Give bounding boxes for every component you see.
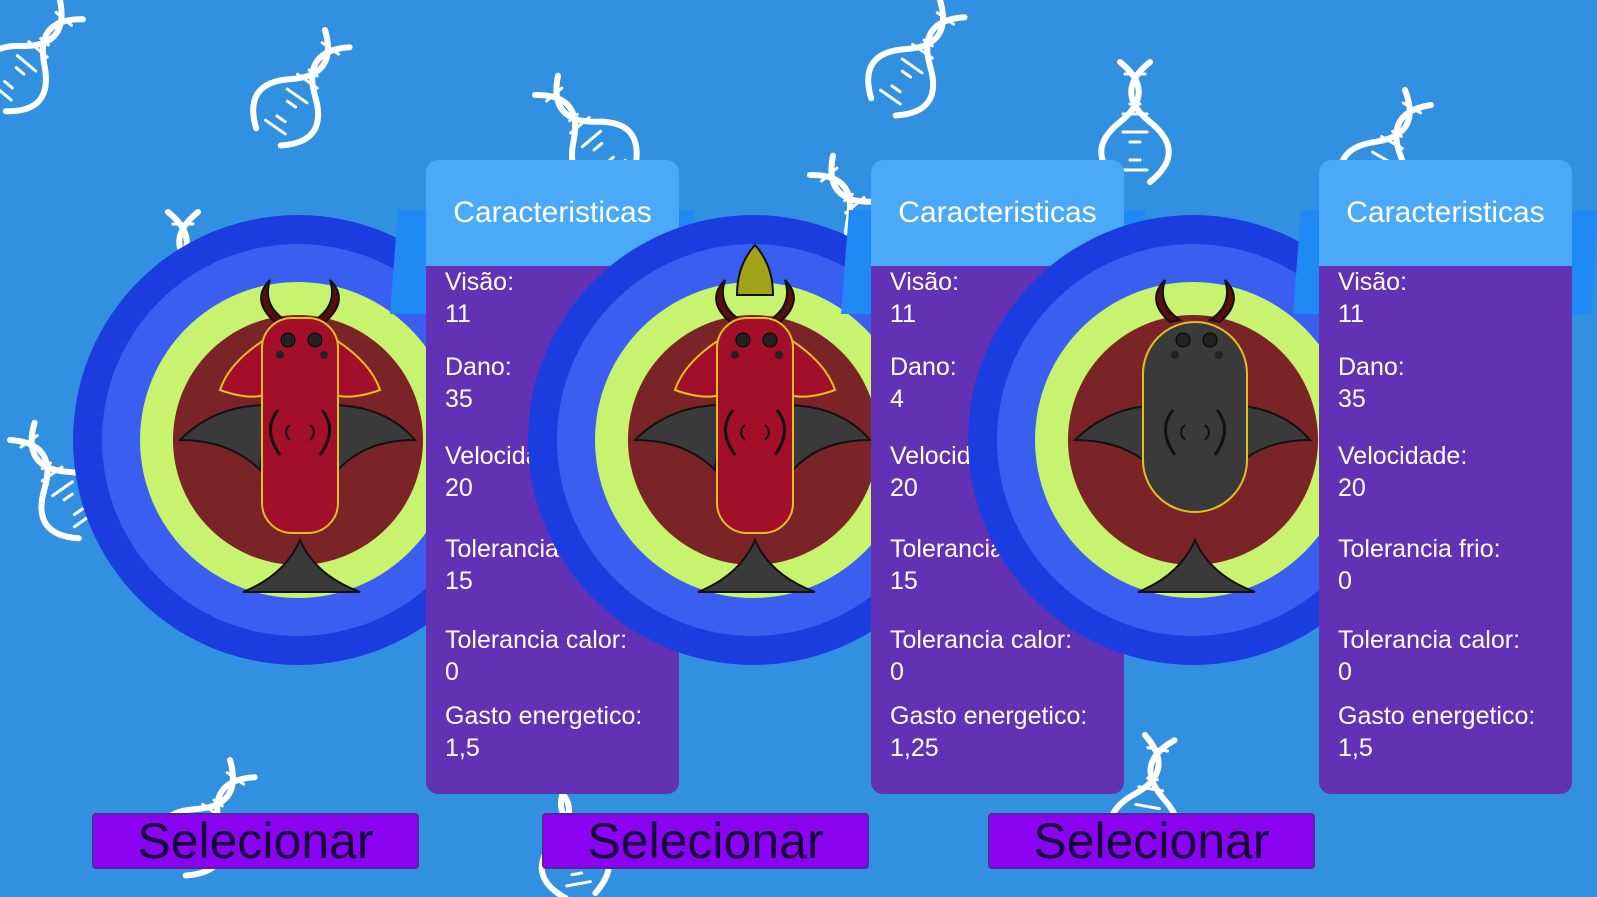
- stat-value: 1,5: [445, 734, 480, 762]
- stat-value: 35: [445, 385, 473, 413]
- creature-portrait: [528, 215, 978, 665]
- stat-value: 15: [890, 567, 918, 595]
- stat-speed: Velocidade: 20: [1338, 440, 1467, 504]
- stat-value: 20: [445, 474, 473, 502]
- stat-value: 35: [1338, 385, 1366, 413]
- stat-value: 15: [445, 567, 473, 595]
- stat-energy-cost: Gasto energetico: 1,25: [890, 700, 1087, 764]
- stat-vision: Visão: 11: [890, 266, 959, 330]
- stat-value: 1,5: [1338, 734, 1373, 762]
- stat-vision: Visão: 11: [445, 266, 514, 330]
- stat-value: 0: [1338, 567, 1352, 595]
- stat-label: Dano:: [1338, 353, 1405, 381]
- stat-value: 0: [445, 658, 459, 686]
- stat-label: Dano:: [890, 353, 957, 381]
- creature-portrait: [73, 215, 523, 665]
- stat-value: 11: [890, 300, 916, 328]
- stat-value: 20: [890, 474, 918, 502]
- creature-portrait: [968, 215, 1418, 665]
- stat-label: Tolerancia frio:: [1338, 535, 1501, 563]
- stat-label: Tolerancia calor:: [890, 626, 1073, 654]
- stat-label: Dano:: [445, 353, 512, 381]
- stat-label: Tolerancia calor:: [1338, 626, 1521, 654]
- stat-value: 0: [1338, 658, 1352, 686]
- stat-damage: Dano: 35: [445, 351, 512, 415]
- creature-card: Caracteristicas Visão: 11 Dano: 35 Veloc…: [915, 0, 1597, 897]
- stat-label: Visão:: [1338, 268, 1408, 296]
- creature-card: Caracteristicas Visão: 11 Dano: 35 Veloc…: [0, 0, 695, 897]
- stat-label: Tolerancia calor:: [445, 626, 628, 654]
- stat-heat-tolerance: Tolerancia calor: 0: [890, 624, 1072, 688]
- stat-label: Velocidade:: [1338, 442, 1468, 470]
- stat-damage: Dano: 35: [1338, 351, 1405, 415]
- stat-label: Gasto energetico:: [445, 702, 643, 730]
- stat-energy-cost: Gasto energetico: 1,5: [1338, 700, 1535, 764]
- stat-damage: Dano: 4: [890, 351, 957, 415]
- stat-heat-tolerance: Tolerancia calor: 0: [1338, 624, 1520, 688]
- stats-panel: Caracteristicas Visão: 11 Dano: 35 Veloc…: [1319, 160, 1572, 794]
- select-button[interactable]: Selecionar: [92, 813, 419, 869]
- stat-value: 1,25: [890, 734, 939, 762]
- stat-cold-tolerance: Tolerancia frio: 0: [1338, 533, 1501, 597]
- stats-header: Caracteristicas: [1319, 160, 1572, 266]
- stat-value: 20: [1338, 474, 1366, 502]
- select-button[interactable]: Selecionar: [542, 813, 869, 869]
- stat-label: Visão:: [890, 268, 960, 296]
- stat-label: Visão:: [445, 268, 515, 296]
- stat-value: 11: [445, 300, 471, 328]
- stat-heat-tolerance: Tolerancia calor: 0: [445, 624, 627, 688]
- stat-label: Gasto energetico:: [1338, 702, 1536, 730]
- stat-energy-cost: Gasto energetico: 1,5: [445, 700, 642, 764]
- stat-label: Gasto energetico:: [890, 702, 1088, 730]
- select-button[interactable]: Selecionar: [988, 813, 1315, 869]
- stat-value: 11: [1338, 300, 1364, 328]
- stat-value: 0: [890, 658, 904, 686]
- stats-header: Caracteristicas: [426, 160, 679, 266]
- stat-vision: Visão: 11: [1338, 266, 1407, 330]
- stat-value: 4: [890, 385, 904, 413]
